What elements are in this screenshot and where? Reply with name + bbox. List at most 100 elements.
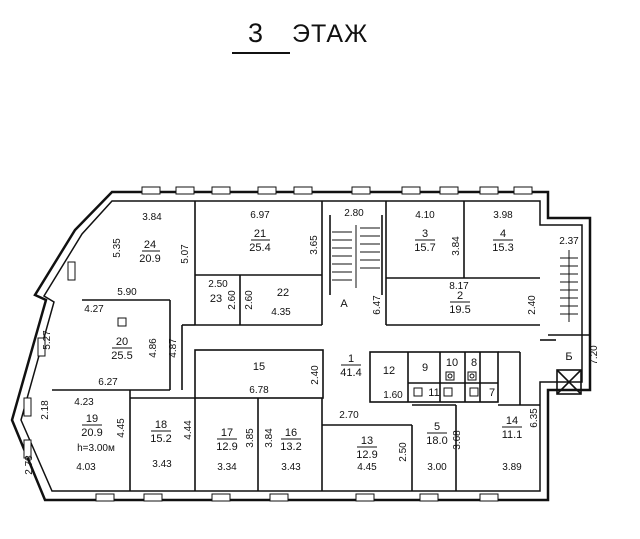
room-19-area: 20.9 — [81, 427, 102, 439]
room-17-area: 12.9 — [216, 441, 237, 453]
dim-3-68: 3.68 — [452, 430, 463, 450]
room-2-number: 2 — [457, 290, 463, 302]
dim-4-45-b: 4.45 — [357, 462, 377, 473]
dim-4-44: 4.44 — [183, 420, 194, 440]
floor-title: 3 ЭТАЖ — [0, 18, 640, 58]
room-9-number: 9 — [422, 362, 428, 374]
dim-4-87: 4.87 — [168, 338, 179, 358]
dim-5-90: 5.90 — [117, 287, 137, 298]
dim-6-47: 6.47 — [372, 295, 383, 315]
dim-6-78: 6.78 — [249, 385, 269, 396]
dim-7-20: 7.20 — [589, 345, 600, 365]
room-14-number: 13 — [361, 435, 373, 447]
room-23-number: 23 — [210, 293, 222, 305]
dim-3-85: 3.85 — [245, 428, 256, 448]
dim-4-86: 4.86 — [148, 338, 159, 358]
room-4-number: 4 — [500, 228, 506, 240]
dim-2-60-b: 2.60 — [244, 290, 255, 310]
room-22-number: 22 — [277, 287, 289, 299]
dim-3-00: 3.00 — [427, 462, 447, 473]
room-number-underlines — [82, 239, 522, 448]
ceiling-height: h=3.00м — [77, 443, 115, 454]
dim-3-84-c: 3.84 — [264, 428, 275, 448]
dimensions-horizontal: 3.84 6.97 2.80 4.10 3.98 2.37 2.50 4.35 … — [74, 208, 579, 473]
room-18-area: 15.2 — [150, 433, 171, 445]
room-24-area: 25.4 — [249, 242, 270, 254]
room-1-area: 41.4 — [340, 367, 361, 379]
dim-1-60: 1.60 — [383, 390, 403, 401]
dim-3-34: 3.34 — [217, 462, 237, 473]
dim-5-35: 5.35 — [112, 238, 123, 258]
room-10-number: 10 — [446, 357, 458, 369]
stair-steps — [332, 225, 578, 322]
room-24-number: 21 — [254, 228, 266, 240]
room-19-number: 19 — [86, 413, 98, 425]
dim-3-89: 3.89 — [502, 462, 522, 473]
dim-2-40-b: 2.40 — [310, 365, 321, 385]
dim-2-50-b: 2.50 — [398, 442, 409, 462]
room-3-area: 15.7 — [414, 242, 435, 254]
room-20-area: 25.5 — [111, 350, 132, 362]
room-7-number: 7 — [489, 387, 495, 399]
room-12-number: 12 — [383, 365, 395, 377]
room-21-number: 24 — [144, 239, 156, 251]
room-5-number: 14 — [506, 415, 518, 427]
stair-b-label: Б — [565, 351, 572, 363]
dim-3-43: 3.43 — [152, 459, 172, 470]
sanitary-fixtures — [117, 317, 479, 397]
dim-6-97: 6.97 — [250, 210, 270, 221]
room-16-area: 13.2 — [280, 441, 301, 453]
room-15-number: 15 — [253, 361, 265, 373]
dim-5-07: 5.07 — [180, 244, 191, 264]
dim-3-84: 3.84 — [142, 212, 162, 223]
room-13-number: 5 — [434, 421, 440, 433]
room-areas: 20.9 25.4 15.7 15.3 19.5 25.5 41.4 20.9 … — [77, 242, 522, 461]
dim-2-60-a: 2.60 — [227, 290, 238, 310]
room-5-area: 11.1 — [502, 429, 523, 441]
dim-4-45: 4.45 — [116, 418, 127, 438]
room-3-number: 3 — [422, 228, 428, 240]
dim-5-27: 5.27 — [42, 330, 53, 350]
room-8-number: 8 — [471, 357, 477, 369]
windows — [23, 186, 533, 502]
room-2-area: 19.5 — [449, 304, 470, 316]
dim-4-35: 4.35 — [271, 307, 291, 318]
room-14-area: 12.9 — [356, 449, 377, 461]
room-17-number: 17 — [221, 427, 233, 439]
stair-a-label: А — [340, 298, 348, 310]
dim-8-17: 8.17 — [449, 281, 469, 292]
dim-3-43-b: 3.43 — [281, 462, 301, 473]
dim-2-70: 2.70 — [339, 410, 359, 421]
dim-3-65: 3.65 — [309, 235, 320, 255]
dim-4-03: 4.03 — [76, 462, 96, 473]
dim-2-50: 2.50 — [208, 279, 228, 290]
interior-walls — [52, 201, 590, 491]
floor-number-underline — [232, 52, 290, 54]
room-21-area: 20.9 — [139, 253, 160, 265]
dim-4-23: 4.23 — [74, 397, 94, 408]
room-11-number: 11 — [428, 387, 439, 399]
room-13-area: 18.0 — [426, 435, 447, 447]
dim-2-78: 2.78 — [24, 455, 35, 475]
room-20-number: 20 — [116, 336, 128, 348]
dim-6-35: 6.35 — [529, 408, 540, 428]
room-18-number: 18 — [155, 419, 167, 431]
dim-2-18: 2.18 — [40, 400, 51, 420]
floor-word: ЭТАЖ — [292, 20, 369, 48]
dim-2-80: 2.80 — [344, 208, 364, 219]
room-1-number: 1 — [348, 353, 354, 365]
dim-3-84-b: 3.84 — [451, 236, 462, 256]
dimensions-vertical: 5.35 5.07 3.65 3.84 2.60 2.60 6.47 2.40 … — [24, 235, 600, 475]
dim-4-10: 4.10 — [415, 210, 435, 221]
dim-3-98: 3.98 — [493, 210, 513, 221]
room-16-number: 16 — [285, 427, 297, 439]
room-4-area: 15.3 — [492, 242, 513, 254]
floor-number: 3 — [248, 18, 264, 48]
dim-2-37: 2.37 — [559, 236, 579, 247]
dim-6-27: 6.27 — [98, 377, 118, 388]
outer-walls — [10, 190, 592, 502]
room-numbers: 24 21 3 4 23 22 2 20 15 1 12 9 10 8 11 7… — [86, 228, 573, 447]
dim-4-27: 4.27 — [84, 304, 104, 315]
dim-2-40: 2.40 — [527, 295, 538, 315]
